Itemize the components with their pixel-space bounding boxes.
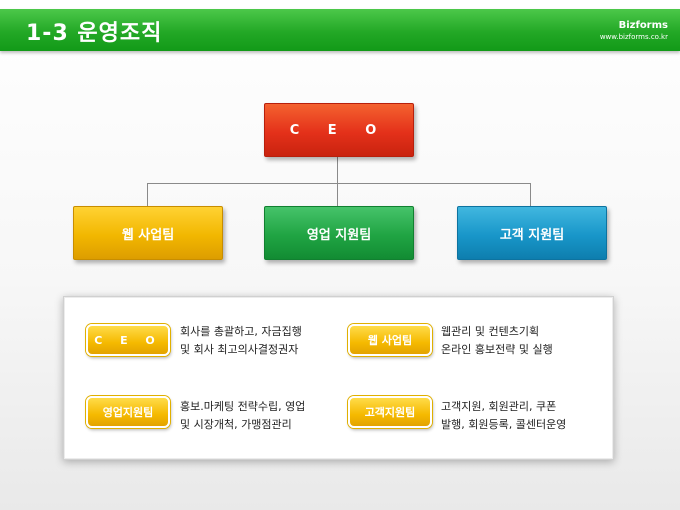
- connector-ceo-down: [337, 156, 338, 183]
- role-desc-ceo: 회사를 총괄하고, 자금집행 및 회사 최고의사결정권자: [180, 323, 302, 359]
- role-description-panel: C E O 회사를 총괄하고, 자금집행 및 회사 최고의사결정권자 웹 사업팀…: [63, 296, 614, 460]
- brand-logo: Bizforms www.bizforms.co.kr: [600, 20, 668, 42]
- header-bar: 1-3 운영조직 Bizforms www.bizforms.co.kr: [0, 9, 680, 51]
- role-desc-sales-line1: 홍보.마케팅 전략수립, 영업: [180, 400, 306, 413]
- connector-web: [147, 183, 148, 206]
- role-desc-customer: 고객지원, 회원관리, 쿠폰 발행, 회원등록, 콜센터운영: [441, 398, 566, 434]
- role-desc-web-line2: 온라인 홍보전략 및 실행: [441, 343, 553, 356]
- role-desc-web: 웹관리 및 컨텐츠기획 온라인 홍보전략 및 실행: [441, 323, 553, 359]
- role-desc-web-line1: 웹관리 및 컨텐츠기획: [441, 325, 540, 338]
- role-label-customer: 고객지원팀: [348, 396, 432, 428]
- brand-url: www.bizforms.co.kr: [599, 33, 668, 41]
- role-desc-ceo-line1: 회사를 총괄하고, 자금집행: [180, 325, 302, 338]
- page-title: 1-3 운영조직: [26, 21, 163, 46]
- role-label-ceo: C E O: [86, 324, 170, 356]
- role-desc-sales-line2: 및 시장개척, 가맹점관리: [180, 418, 292, 431]
- role-desc-ceo-line2: 및 회사 최고의사결정권자: [180, 343, 299, 356]
- role-desc-customer-line1: 고객지원, 회원관리, 쿠폰: [441, 400, 557, 413]
- brand-name: Bizforms: [618, 20, 668, 31]
- org-node-ceo: C E O: [264, 103, 414, 157]
- org-node-customer-team: 고객 지원팀: [457, 206, 607, 260]
- connector-sales: [337, 183, 338, 206]
- role-desc-customer-line2: 발행, 회원등록, 콜센터운영: [441, 418, 567, 431]
- org-node-web-team: 웹 사업팀: [73, 206, 223, 260]
- org-node-sales-team: 영업 지원팀: [264, 206, 414, 260]
- role-label-web: 웹 사업팀: [348, 324, 432, 356]
- connector-horizontal: [147, 183, 531, 184]
- role-label-sales: 영업지원팀: [86, 396, 170, 428]
- connector-customer: [530, 183, 531, 206]
- role-desc-sales: 홍보.마케팅 전략수립, 영업 및 시장개척, 가맹점관리: [180, 398, 305, 434]
